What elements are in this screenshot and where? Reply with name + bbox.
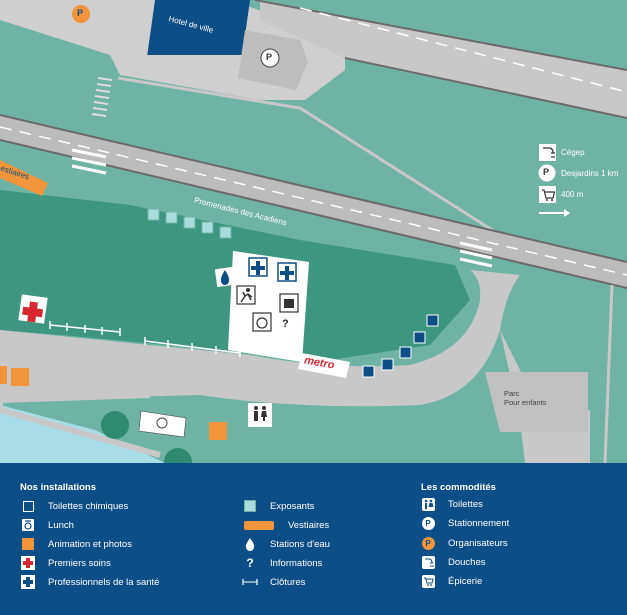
legend-chemical-toilets: Toilettes chimiques — [20, 498, 128, 514]
organizer-icon: P — [420, 535, 436, 551]
shower-icon — [420, 554, 436, 570]
legend-exhibitors: Exposants — [242, 498, 314, 514]
organizer-marker — [72, 5, 90, 23]
legend-lunch: Lunch — [20, 517, 74, 533]
toilet-icon — [420, 496, 436, 512]
exhibitor-booths — [147, 208, 232, 239]
legend-animation: Animation et photos — [20, 536, 132, 552]
direction-cegep: Cégep — [561, 148, 585, 157]
legend-fences: Clôtures — [242, 574, 305, 590]
animation-photo-icon — [20, 536, 36, 552]
lunch-icon — [20, 517, 36, 533]
exhibitor-icon — [242, 498, 258, 514]
legend-health-pro: Professionnels de la santé — [20, 574, 159, 590]
direction-desjardins: Desjardins 1 km — [561, 169, 619, 178]
parc-sub-label: Pour enfants — [504, 398, 547, 407]
pier-stairs — [91, 77, 113, 117]
booth-info-glyph: ? — [282, 318, 289, 330]
legend-first-aid: Premiers soins — [20, 555, 111, 571]
parc-label: Parc — [504, 389, 520, 398]
walkway — [0, 270, 520, 407]
legend-organizers: P Organisateurs — [420, 535, 508, 551]
info-icon: ? — [246, 556, 254, 570]
legend-toilets: Toilettes — [420, 496, 483, 512]
legend-water-stations: Stations d'eau — [242, 536, 330, 552]
hotel-building — [147, 0, 250, 55]
map-canvas — [0, 0, 627, 463]
direction-grocery: 400 m — [561, 190, 584, 199]
commodites-title: Les commodités — [421, 482, 496, 493]
legend-showers: Douches — [420, 554, 486, 570]
legend-information: ? Informations — [242, 555, 322, 571]
first-aid-icon — [20, 555, 36, 571]
legend-grocery: Épicerie — [420, 573, 482, 589]
parking-marker — [260, 48, 280, 68]
water-station-icon — [242, 536, 258, 552]
locker-room-icon — [242, 517, 276, 533]
animation-spots — [0, 366, 227, 440]
parking-icon: P — [420, 515, 436, 531]
parking-direction-icon — [538, 164, 556, 182]
site-map: Hotel de ville Promenades des Acadiens e… — [0, 0, 627, 463]
metro-sign — [298, 353, 350, 378]
fence-icon — [242, 574, 258, 590]
chemical-toilets — [362, 314, 439, 378]
crosswalk-right — [459, 241, 493, 268]
organizer-glyph: P — [77, 8, 84, 18]
health-pro-icon — [20, 574, 36, 590]
chemical-toilet-icon — [20, 498, 36, 514]
locker-room-bar — [0, 160, 48, 196]
fence-line — [49, 321, 241, 357]
upper-road — [260, 0, 627, 118]
arrow-east-icon — [539, 209, 570, 217]
direction-parking-glyph: P — [543, 167, 550, 177]
toilets-block — [248, 403, 272, 427]
installations-title: Nos installations — [20, 482, 97, 493]
tree — [164, 448, 192, 463]
legend-parking: P Stationnement — [420, 515, 509, 531]
map-legend: Nos installations Les commodités Toilett… — [0, 463, 627, 615]
grocery-icon — [420, 573, 436, 589]
parking-glyph: P — [266, 52, 273, 62]
lunch-tent — [138, 410, 187, 438]
playground — [485, 372, 588, 432]
tree — [101, 411, 129, 439]
crosswalk-left — [71, 148, 107, 175]
legend-locker-room: Vestiaires — [242, 517, 329, 533]
